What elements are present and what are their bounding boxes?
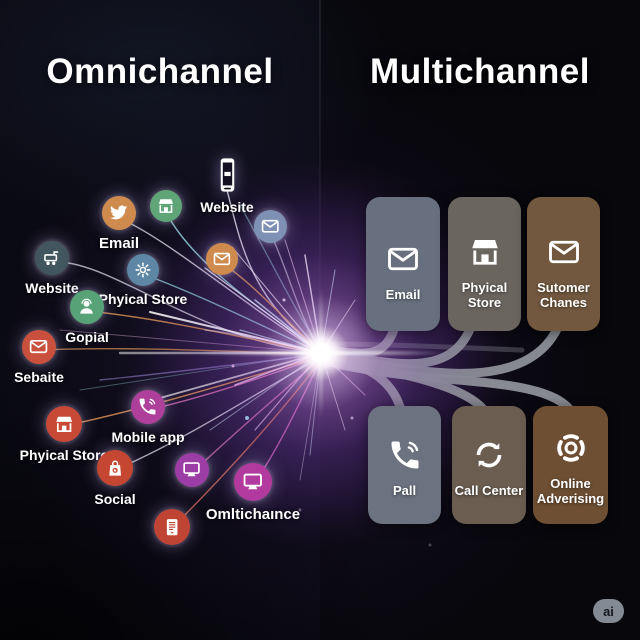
shopping-bag-icon <box>97 450 133 486</box>
node-mobile-app: Mobile app <box>93 390 203 445</box>
node-tablet-red <box>154 509 190 545</box>
twitter-bird-icon <box>102 196 136 230</box>
tablet-icon <box>154 509 190 545</box>
channel-label: Website <box>25 280 79 296</box>
multichannel-title: Multichannel <box>370 52 590 91</box>
envelope-icon <box>22 330 56 364</box>
smartphone-icon <box>215 156 240 194</box>
node-physical-store-red: Phyical Store <box>9 406 119 463</box>
storefront-icon <box>46 406 82 442</box>
channel-label: Social <box>94 491 136 507</box>
envelope-icon <box>385 241 421 277</box>
phone-call-icon <box>387 437 423 473</box>
monitor-icon <box>234 463 272 501</box>
channel-label: Phyical Store <box>19 447 109 463</box>
node-email-twitter: Email <box>74 196 164 252</box>
node-envelope-blue <box>253 210 287 243</box>
phone-call-icon <box>131 390 165 424</box>
refresh-icon <box>471 437 507 473</box>
omnichannel-title: Omnichannel <box>46 52 274 91</box>
envelope-icon <box>253 210 287 243</box>
storefront-icon <box>467 234 503 270</box>
envelope-icon <box>546 234 582 270</box>
channel-label: Website <box>200 199 254 215</box>
node-website-cart: Website <box>7 241 97 296</box>
light-burst-flare-vertical <box>319 288 323 418</box>
gear-icon <box>127 254 159 286</box>
channel-label: Omltichaınce <box>205 506 301 523</box>
node-gopial-person: Gopial <box>42 290 132 345</box>
card-label: Call Center <box>454 483 524 499</box>
node-social-bag: Social <box>70 450 160 507</box>
card-call-center: Call Center <box>452 406 526 524</box>
node-storefront-green <box>150 190 182 222</box>
card-email: Email <box>366 197 440 331</box>
node-sebaite-envelope: Sebaite <box>0 330 84 385</box>
card-pall: Pall <box>368 406 441 524</box>
channel-label: Mobile app <box>111 429 185 445</box>
channel-label: Sebaite <box>14 369 64 385</box>
node-omltichaince: Omltichaınce <box>193 463 313 523</box>
node-website-phone: Website <box>187 156 267 215</box>
ad-target-icon <box>553 430 589 466</box>
card-label: Email <box>385 287 421 303</box>
channel-label: Gopial <box>65 329 109 345</box>
cart-icon <box>35 241 69 275</box>
storefront-icon <box>150 190 182 222</box>
channel-label: Email <box>98 235 140 252</box>
card-label: Pall <box>392 483 417 499</box>
envelope-icon <box>206 243 238 275</box>
ai-watermark-badge: ai <box>593 599 624 623</box>
support-person-icon <box>70 290 104 324</box>
node-envelope-orange <box>206 243 238 275</box>
